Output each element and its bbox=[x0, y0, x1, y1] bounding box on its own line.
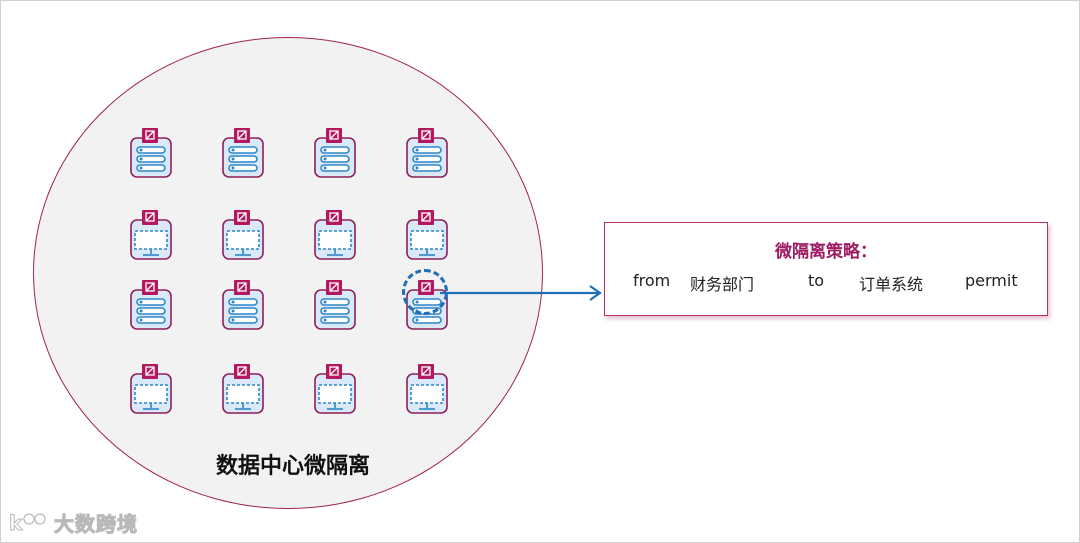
server-icon bbox=[314, 128, 356, 178]
policy-to-keyword: to bbox=[808, 271, 825, 290]
watermark-text: 大数跨境 bbox=[54, 511, 138, 536]
desktop-node bbox=[406, 364, 448, 414]
server-icon bbox=[130, 128, 172, 178]
server-icon bbox=[130, 280, 172, 330]
desktop-icon bbox=[130, 364, 172, 414]
watermark-logo-icon: k bbox=[9, 511, 46, 535]
desktop-icon bbox=[222, 210, 264, 260]
desktop-node bbox=[314, 364, 356, 414]
datacenter-circle bbox=[33, 37, 543, 509]
server-icon bbox=[314, 280, 356, 330]
watermark: k 大数跨境 bbox=[8, 507, 138, 537]
desktop-icon bbox=[314, 210, 356, 260]
server-node bbox=[314, 128, 356, 178]
desktop-icon bbox=[222, 364, 264, 414]
server-node bbox=[130, 280, 172, 330]
desktop-node bbox=[222, 364, 264, 414]
policy-from-keyword: from bbox=[633, 271, 671, 290]
desktop-node bbox=[222, 210, 264, 260]
server-node bbox=[130, 128, 172, 178]
server-node bbox=[222, 280, 264, 330]
desktop-node bbox=[130, 364, 172, 414]
desktop-node bbox=[314, 210, 356, 260]
server-node bbox=[222, 128, 264, 178]
svg-text:k: k bbox=[9, 511, 23, 535]
desktop-node bbox=[130, 210, 172, 260]
datacenter-label: 数据中心微隔离 bbox=[215, 454, 370, 479]
desktop-icon bbox=[406, 210, 448, 260]
server-node bbox=[406, 128, 448, 178]
server-icon bbox=[222, 128, 264, 178]
policy-source: 财务部门 bbox=[690, 275, 755, 294]
policy-action: permit bbox=[965, 271, 1018, 290]
desktop-icon bbox=[406, 364, 448, 414]
policy-target: 订单系统 bbox=[859, 275, 924, 294]
desktop-node bbox=[406, 210, 448, 260]
server-icon bbox=[406, 128, 448, 178]
desktop-icon bbox=[314, 364, 356, 414]
server-node bbox=[314, 280, 356, 330]
policy-box: 微隔离策略： from 财务部门 to 订单系统 permit bbox=[604, 222, 1048, 316]
policy-arrow bbox=[440, 285, 602, 301]
server-icon bbox=[222, 280, 264, 330]
desktop-icon bbox=[130, 210, 172, 260]
policy-title: 微隔离策略： bbox=[775, 242, 877, 262]
